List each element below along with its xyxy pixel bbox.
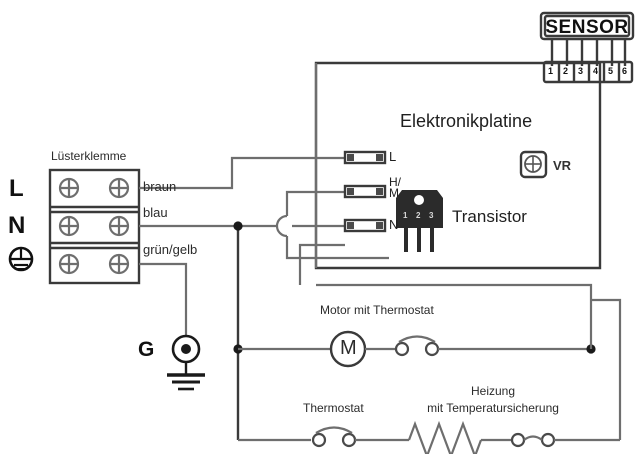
transistor-pin-2: 2 bbox=[416, 211, 421, 220]
vr-potentiometer-symbol bbox=[519, 150, 548, 179]
sensor-pin-3: 3 bbox=[578, 66, 584, 76]
wire-label-gruen-gelb: grün/gelb bbox=[143, 242, 198, 257]
board-terminal-blades bbox=[343, 150, 387, 233]
terminal-block-label: Lüsterklemme bbox=[51, 149, 127, 163]
sensor-pin-4: 4 bbox=[593, 66, 599, 76]
sensor-label: SENSOR bbox=[545, 17, 629, 38]
transistor-symbol bbox=[396, 190, 443, 252]
supply-terminal-L: L bbox=[9, 175, 24, 202]
sensor-pin-5: 5 bbox=[608, 66, 614, 76]
heater-label-line1: Heizung bbox=[470, 384, 516, 398]
board-terminal-label-L: L bbox=[389, 149, 397, 164]
wire-label-braun: braun bbox=[143, 179, 177, 194]
board-terminal-label-HM-line2: M bbox=[389, 186, 399, 201]
wire-hm-branch bbox=[275, 190, 389, 260]
motor-branch bbox=[238, 330, 596, 368]
terminal-block-symbol bbox=[48, 168, 141, 285]
transistor-pin-3: 3 bbox=[429, 211, 434, 220]
vr-label: VR bbox=[553, 158, 572, 173]
wire-neutral-bus bbox=[233, 221, 243, 440]
transistor-label: Transistor bbox=[452, 207, 527, 226]
wire-brown bbox=[139, 156, 345, 190]
sensor-pin-6: 6 bbox=[622, 66, 628, 76]
board-terminal-label-HM: H/ M bbox=[389, 175, 401, 201]
heater-label-line2: mit Temperatursicherung bbox=[427, 401, 559, 415]
board-terminal-label-N: N bbox=[389, 217, 399, 232]
motor-symbol-letter: M bbox=[340, 337, 357, 359]
wire-green-yellow bbox=[139, 262, 188, 336]
sensor-connector bbox=[539, 11, 635, 84]
ground-symbol-G bbox=[167, 334, 205, 391]
supply-terminal-N: N bbox=[8, 212, 26, 239]
ground-label-G: G bbox=[138, 338, 155, 361]
motor-label: Motor mit Thermostat bbox=[320, 303, 434, 317]
earth-symbol-supply bbox=[8, 246, 34, 272]
wire-right-bus bbox=[298, 243, 593, 349]
thermostat-label: Thermostat bbox=[303, 401, 364, 415]
board-label: Elektronikplatine bbox=[400, 111, 533, 131]
wire-label-blau: blau bbox=[143, 205, 168, 220]
heater-branch bbox=[238, 298, 622, 454]
transistor-pin-1: 1 bbox=[403, 211, 408, 220]
sensor-pin-1: 1 bbox=[548, 66, 554, 76]
sensor-pin-2: 2 bbox=[563, 66, 569, 76]
board-terminal-label-HM-line1: H/ bbox=[389, 175, 401, 189]
